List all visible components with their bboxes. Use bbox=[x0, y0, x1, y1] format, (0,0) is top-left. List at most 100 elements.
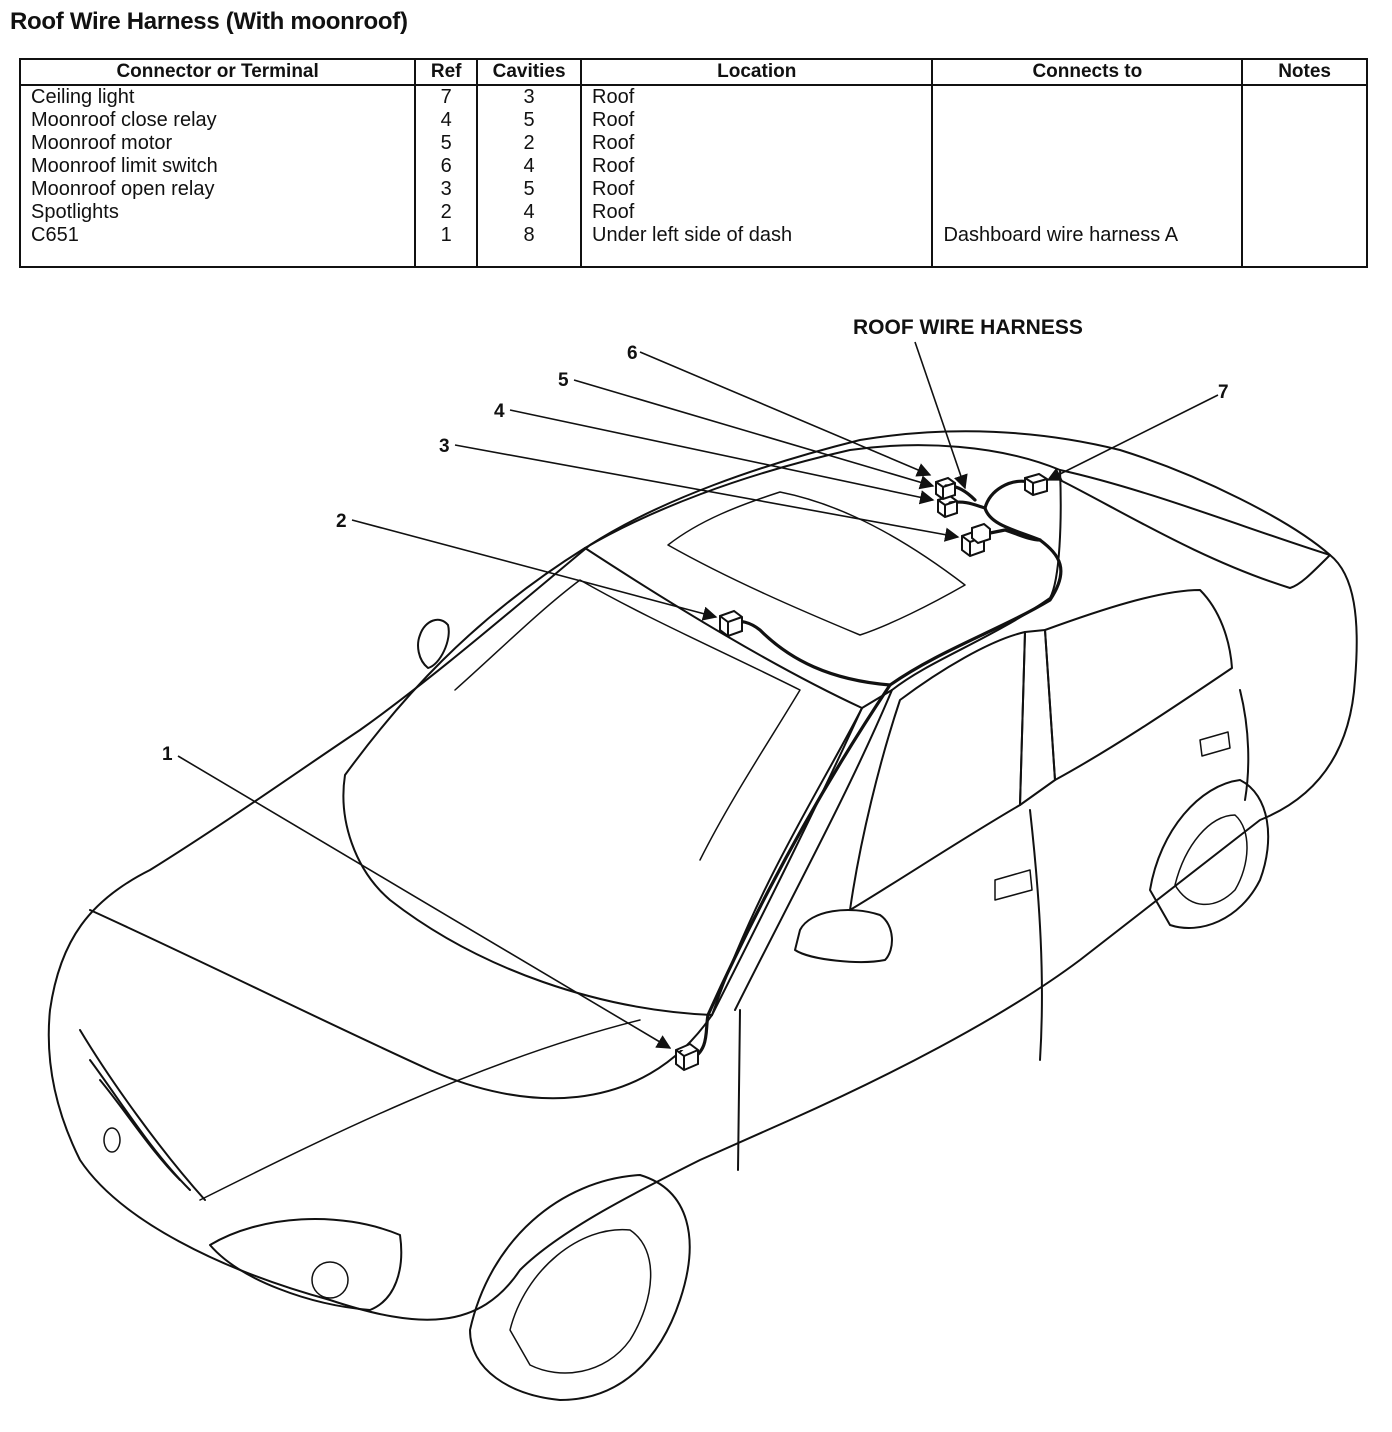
b-pillar bbox=[1019, 629, 1056, 806]
cell-notes bbox=[1241, 224, 1368, 247]
front-wheel bbox=[469, 1174, 691, 1401]
callout-6: 6 bbox=[627, 343, 638, 364]
cell-notes bbox=[1241, 178, 1368, 201]
fog-light bbox=[311, 1261, 349, 1299]
cell-location: Roof bbox=[580, 132, 934, 155]
connector-4 bbox=[937, 494, 958, 519]
leader-3 bbox=[454, 444, 960, 542]
cell-cavities: 4 bbox=[476, 201, 583, 224]
table-filler-row bbox=[18, 247, 1368, 267]
cell-connector: Spotlights bbox=[18, 201, 417, 224]
callout-7: 7 bbox=[1218, 382, 1229, 403]
side-mirror bbox=[794, 909, 893, 963]
door-handles bbox=[994, 731, 1231, 901]
connector-5 bbox=[935, 476, 956, 501]
col-header-connects-to: Connects to bbox=[931, 59, 1244, 86]
headlight bbox=[209, 1218, 403, 1311]
front-wheel-hub bbox=[509, 1228, 652, 1374]
cell-connector: Ceiling light bbox=[18, 85, 417, 109]
col-header-cavities: Cavities bbox=[476, 59, 583, 86]
cell-location: Roof bbox=[580, 109, 934, 132]
col-header-notes: Notes bbox=[1241, 59, 1368, 86]
cell-ref: 6 bbox=[414, 155, 479, 178]
table-row: Moonroof close relay 4 5 Roof bbox=[18, 109, 1368, 132]
table-row: C651 1 8 Under left side of dash Dashboa… bbox=[18, 224, 1368, 247]
cell-connects-to bbox=[931, 201, 1244, 224]
callout-1: 1 bbox=[162, 744, 173, 765]
cell-cavities: 3 bbox=[476, 85, 583, 109]
leader-1 bbox=[177, 755, 672, 1049]
hood-line bbox=[89, 909, 713, 1100]
filler-cell bbox=[414, 247, 479, 267]
cell-ref: 5 bbox=[414, 132, 479, 155]
cell-location: Roof bbox=[580, 178, 934, 201]
callout-5: 5 bbox=[558, 370, 569, 391]
rear-deck bbox=[1059, 469, 1331, 589]
rear-wheel bbox=[1149, 779, 1270, 929]
table-row: Moonroof limit switch 6 4 Roof bbox=[18, 155, 1368, 178]
callout-4: 4 bbox=[494, 401, 505, 422]
roof-panel bbox=[584, 444, 1062, 709]
cell-location: Under left side of dash bbox=[580, 224, 934, 247]
callout-2: 2 bbox=[336, 511, 347, 532]
leader-5 bbox=[573, 379, 935, 490]
table-row: Moonroof open relay 3 5 Roof bbox=[18, 178, 1368, 201]
roof-wire-harness-label: ROOF WIRE HARNESS bbox=[853, 316, 1083, 339]
door-lines bbox=[737, 689, 1250, 1171]
connector-3b bbox=[971, 522, 991, 545]
cell-ref: 2 bbox=[414, 201, 479, 224]
windshield-inner bbox=[454, 579, 801, 861]
cell-notes bbox=[1241, 85, 1368, 109]
windshield-frame bbox=[342, 547, 863, 1016]
cell-ref: 3 bbox=[414, 178, 479, 201]
col-header-location: Location bbox=[580, 59, 934, 86]
car-body-outline bbox=[47, 430, 1358, 1321]
cell-connects-to bbox=[931, 132, 1244, 155]
hood-crease bbox=[199, 1019, 641, 1201]
leader-2 bbox=[351, 519, 718, 621]
cell-notes bbox=[1241, 155, 1368, 178]
cell-cavities: 5 bbox=[476, 109, 583, 132]
cell-cavities: 2 bbox=[476, 132, 583, 155]
cell-cavities: 5 bbox=[476, 178, 583, 201]
cell-connects-to bbox=[931, 155, 1244, 178]
cell-cavities: 8 bbox=[476, 224, 583, 247]
connector-7 bbox=[1024, 472, 1048, 497]
cell-ref: 1 bbox=[414, 224, 479, 247]
cell-location: Roof bbox=[580, 155, 934, 178]
page-title: Roof Wire Harness (With moonroof) bbox=[10, 8, 408, 35]
moonroof-glass bbox=[667, 491, 966, 636]
cell-notes bbox=[1241, 109, 1368, 132]
cell-connector: Moonroof motor bbox=[18, 132, 417, 155]
front-grille bbox=[79, 1029, 206, 1201]
table-row: Moonroof motor 5 2 Roof bbox=[18, 132, 1368, 155]
cell-connects-to: Dashboard wire harness A bbox=[931, 224, 1244, 247]
connector-2 bbox=[719, 609, 743, 638]
filler-cell bbox=[18, 247, 417, 267]
cell-ref: 4 bbox=[414, 109, 479, 132]
table-header-row: Connector or Terminal Ref Cavities Locat… bbox=[18, 59, 1368, 86]
table-row: Ceiling light 7 3 Roof bbox=[18, 85, 1368, 109]
cell-connects-to bbox=[931, 178, 1244, 201]
cell-location: Roof bbox=[580, 85, 934, 109]
cell-connector: Moonroof open relay bbox=[18, 178, 417, 201]
cell-ref: 7 bbox=[414, 85, 479, 109]
filler-cell bbox=[1241, 247, 1368, 267]
harness-wire-main bbox=[688, 479, 1063, 1062]
leader-7 bbox=[1046, 394, 1219, 481]
table-row: Spotlights 2 4 Roof bbox=[18, 201, 1368, 224]
cell-connector: Moonroof limit switch bbox=[18, 155, 417, 178]
front-side-window bbox=[849, 631, 1026, 911]
leader-6 bbox=[639, 351, 932, 477]
a-pillar bbox=[711, 689, 893, 1016]
filler-cell bbox=[580, 247, 934, 267]
leader-4 bbox=[509, 409, 935, 505]
cell-connects-to bbox=[931, 85, 1244, 109]
emblem bbox=[103, 1127, 121, 1153]
rear-wheel-hub bbox=[1174, 814, 1248, 906]
leader-harness bbox=[914, 341, 968, 490]
filler-cell bbox=[931, 247, 1244, 267]
far-side-mirror bbox=[417, 618, 450, 669]
connector-table: Connector or Terminal Ref Cavities Locat… bbox=[18, 58, 1368, 268]
cell-connector: Moonroof close relay bbox=[18, 109, 417, 132]
